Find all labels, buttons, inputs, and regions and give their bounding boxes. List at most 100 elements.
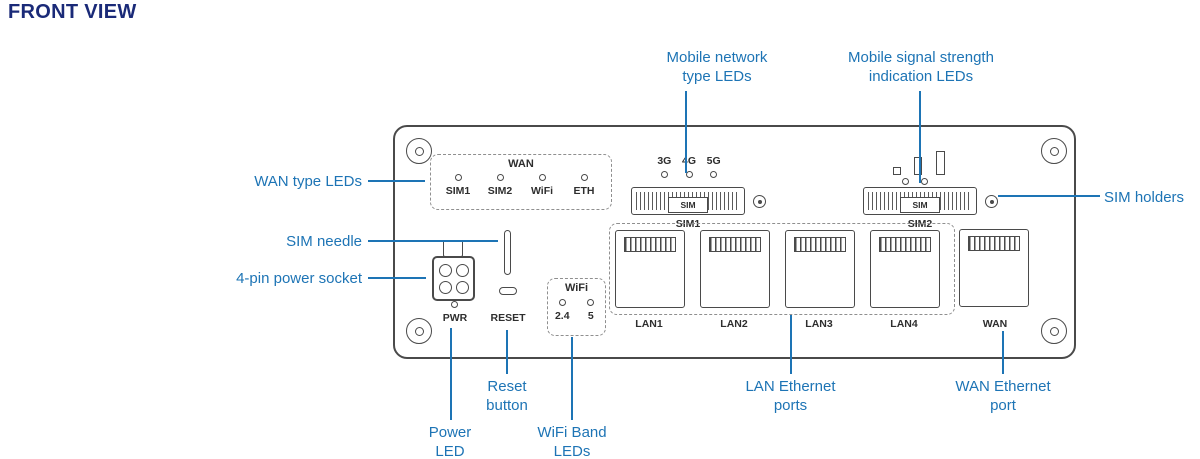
leader-line bbox=[919, 91, 921, 183]
led-label: 5G bbox=[706, 155, 721, 167]
ethernet-port-lan2 bbox=[700, 230, 770, 308]
power-socket-latch bbox=[443, 240, 463, 257]
led-label: ETH bbox=[573, 185, 595, 197]
sim-chip-label: SIM bbox=[668, 197, 708, 213]
leader-line bbox=[998, 195, 1100, 197]
port-pins bbox=[709, 237, 761, 252]
led-label: 3G bbox=[657, 155, 672, 167]
mobile-network-type-led-group: 3G 4G 5G bbox=[652, 155, 726, 178]
reset-label: RESET bbox=[490, 312, 526, 324]
network-led-4g: 4G bbox=[677, 155, 702, 178]
led-indicator bbox=[921, 178, 928, 185]
led-indicator bbox=[580, 174, 588, 181]
port-pins bbox=[624, 237, 676, 252]
signal-led-bar bbox=[936, 151, 945, 175]
ethernet-port-lan1 bbox=[615, 230, 685, 308]
led-indicator bbox=[496, 174, 504, 181]
callout-wifi-band-leds: WiFi Band LEDs bbox=[537, 424, 607, 459]
port-pins bbox=[879, 237, 931, 252]
wan-type-led-group: WAN SIM1 SIM2 WiFi ETH bbox=[430, 154, 612, 210]
screw-center-dot bbox=[1049, 146, 1059, 156]
network-led-row: 3G 4G 5G bbox=[652, 155, 726, 178]
led-indicator bbox=[660, 171, 668, 178]
power-led-indicator bbox=[451, 301, 458, 308]
callout-lan-ports: LAN Ethernet ports bbox=[745, 378, 836, 415]
led-label: 2.4 bbox=[554, 310, 570, 322]
network-led-3g: 3G bbox=[652, 155, 677, 178]
leader-line bbox=[685, 91, 687, 173]
callout-power-socket: 4-pin power socket bbox=[236, 270, 362, 287]
corner-screw bbox=[1041, 138, 1067, 164]
sim-holder: SIM bbox=[863, 187, 977, 215]
corner-screw bbox=[1041, 318, 1067, 344]
sim-slot-caption: SIM1 bbox=[675, 218, 701, 230]
sim-screw bbox=[753, 195, 766, 208]
leader-line bbox=[450, 328, 452, 420]
wifi-led-5: 5 bbox=[577, 299, 606, 322]
leader-line bbox=[506, 330, 508, 374]
signal-led-bar bbox=[914, 157, 922, 175]
led-label: 5 bbox=[587, 310, 594, 322]
lan-port-row bbox=[610, 224, 954, 308]
callout-power-led: Power LED bbox=[428, 424, 472, 459]
callout-wan-port: WAN Ethernet port bbox=[955, 378, 1051, 415]
led-indicator bbox=[454, 174, 462, 181]
wifi-led-row: 2.4 5 bbox=[548, 299, 605, 322]
wan-led-wifi: WiFi bbox=[521, 174, 563, 197]
page-title: FRONT VIEW bbox=[8, 1, 137, 23]
sim-needle bbox=[504, 230, 511, 275]
signal-led-bar bbox=[893, 167, 901, 175]
led-label: WiFi bbox=[530, 185, 554, 197]
power-led-label: PWR bbox=[442, 312, 468, 324]
power-socket bbox=[432, 256, 475, 301]
leader-line bbox=[368, 240, 498, 242]
network-led-5g: 5G bbox=[701, 155, 726, 178]
port-label-lan4: LAN4 bbox=[890, 318, 918, 330]
socket-pin bbox=[455, 263, 469, 277]
ethernet-port-lan4 bbox=[870, 230, 940, 308]
router-front-panel: WAN SIM1 SIM2 WiFi ETH bbox=[393, 125, 1076, 359]
port-pins bbox=[968, 236, 1020, 251]
sim-slot-caption: SIM2 bbox=[907, 218, 933, 230]
wan-led-sim1: SIM1 bbox=[437, 174, 479, 197]
sim-screw bbox=[985, 195, 998, 208]
reset-button bbox=[499, 287, 517, 295]
socket-pin bbox=[455, 280, 469, 294]
callout-sim-needle: SIM needle bbox=[286, 233, 362, 250]
leader-line bbox=[368, 277, 426, 279]
port-pins bbox=[794, 237, 846, 252]
sim-slot-2: SIM SIM2 bbox=[863, 187, 977, 230]
port-label-wan: WAN bbox=[982, 318, 1008, 330]
led-indicator bbox=[710, 171, 718, 178]
ethernet-port-lan3 bbox=[785, 230, 855, 308]
led-label: SIM2 bbox=[487, 185, 513, 197]
corner-screw bbox=[406, 138, 432, 164]
wan-group-title: WAN bbox=[508, 158, 534, 170]
screw-center-dot bbox=[414, 146, 424, 156]
led-indicator bbox=[558, 299, 566, 306]
wifi-led-24: 2.4 bbox=[548, 299, 577, 322]
lan-port-group bbox=[609, 223, 955, 315]
socket-pin bbox=[438, 263, 452, 277]
socket-pin bbox=[438, 280, 452, 294]
wan-led-eth: ETH bbox=[563, 174, 605, 197]
screw-center-dot bbox=[1049, 326, 1059, 336]
screw-center-dot bbox=[414, 326, 424, 336]
leader-line bbox=[1002, 331, 1004, 374]
sim-holder: SIM bbox=[631, 187, 745, 215]
wan-led-sim2: SIM2 bbox=[479, 174, 521, 197]
callout-mobile-signal-leds: Mobile signal strength indication LEDs bbox=[848, 49, 994, 86]
corner-screw bbox=[406, 318, 432, 344]
led-indicator bbox=[587, 299, 595, 306]
wifi-group-title: WiFi bbox=[564, 282, 589, 294]
wan-led-row: SIM1 SIM2 WiFi ETH bbox=[431, 174, 611, 197]
leader-line bbox=[790, 315, 792, 374]
led-indicator bbox=[902, 178, 909, 185]
led-indicator bbox=[685, 171, 693, 178]
port-label-lan1: LAN1 bbox=[635, 318, 663, 330]
port-label-lan2: LAN2 bbox=[720, 318, 748, 330]
callout-mobile-network-type-leds: Mobile network type LEDs bbox=[666, 49, 768, 86]
sim-chip-label: SIM bbox=[900, 197, 940, 213]
ethernet-port-wan bbox=[959, 229, 1029, 307]
